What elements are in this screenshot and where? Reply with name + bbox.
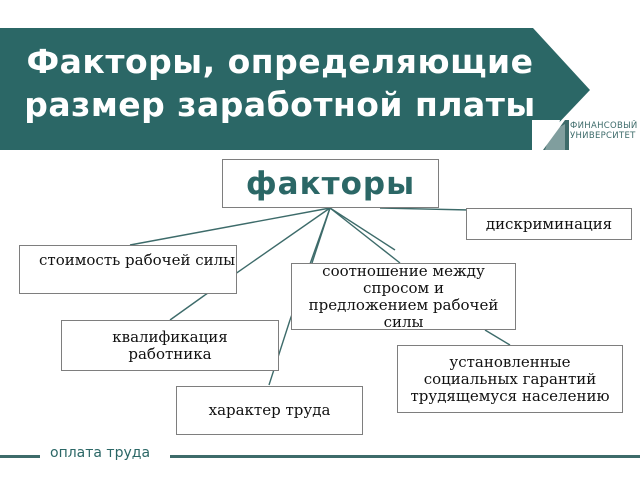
title-banner: Факторы, определяющие размер заработной … bbox=[0, 0, 640, 150]
logo-text: ФИНАНСОВЫЙ УНИВЕРСИТЕТ bbox=[570, 121, 638, 141]
connector-labor-cost bbox=[129, 207, 331, 246]
slide-title: Факторы, определяющие размер заработной … bbox=[24, 42, 536, 124]
node-work-nature: характер труда bbox=[176, 386, 363, 435]
connector-work-nature-tail bbox=[268, 319, 291, 386]
university-logo: ФИНАНСОВЫЙ УНИВЕРСИТЕТ bbox=[537, 120, 640, 150]
node-qualification: квалификация работника bbox=[61, 320, 279, 371]
connector-qualification-tail bbox=[169, 294, 206, 321]
footer-label: оплата труда bbox=[50, 445, 151, 461]
root-node-factors: факторы bbox=[222, 159, 439, 208]
connector-guarantees bbox=[329, 207, 396, 251]
node-labor-cost: стоимость рабочей силы bbox=[19, 245, 237, 294]
node-guarantees: установленные социальных гарантий трудящ… bbox=[397, 345, 623, 413]
footer-rule-right bbox=[170, 455, 640, 458]
node-discrimination: дискриминация bbox=[466, 208, 632, 240]
node-supply-demand: соотношение между спросом и предложением… bbox=[291, 262, 516, 330]
connector-discrimination bbox=[379, 207, 471, 211]
connector-supply-right bbox=[329, 207, 401, 264]
logo-emblem-icon bbox=[543, 120, 569, 150]
footer-rule-left bbox=[0, 455, 40, 458]
connector-guarantees-tail bbox=[484, 329, 511, 346]
